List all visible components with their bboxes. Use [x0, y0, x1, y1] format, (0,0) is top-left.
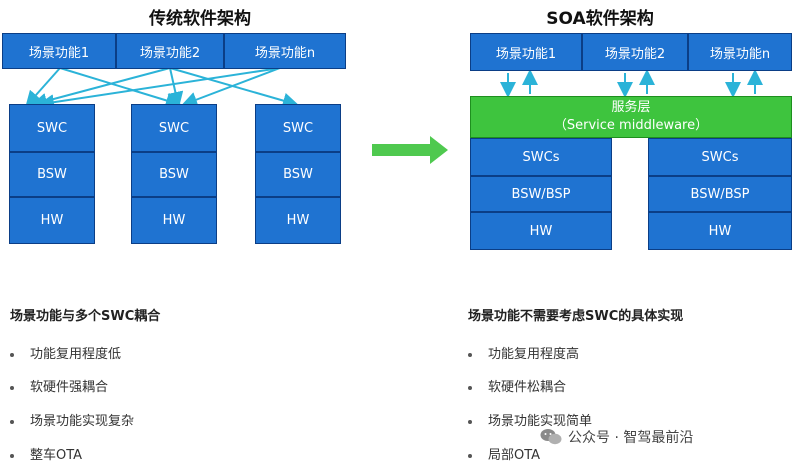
bullet-dot [10, 385, 14, 390]
right-hw-2: HW [648, 212, 792, 250]
left-bullet-2: 软硬件强耦合 [10, 376, 108, 395]
right-bullet-4: 局部OTA [468, 444, 540, 463]
right-bsw-bsp-2: BSW/BSP [648, 176, 792, 212]
right-bullet-2: 软硬件松耦合 [468, 376, 566, 395]
left-bullet-4: 整车OTA [10, 444, 82, 463]
wechat-icon [540, 429, 562, 445]
left-swc-1: SWC [9, 104, 95, 152]
left-hw-n: HW [255, 197, 341, 244]
bullet-dot [10, 453, 14, 458]
transition-arrow [372, 136, 448, 164]
bullet-text: 功能复用程度高 [488, 347, 580, 362]
bullet-dot [468, 419, 472, 424]
bullet-text: 功能复用程度低 [30, 347, 122, 362]
bullet-dot [10, 419, 14, 424]
watermark: 公众号 · 智驾最前沿 [540, 427, 693, 447]
left-bullet-1: 功能复用程度低 [10, 343, 121, 362]
middleware-subtitle: （Service middleware） [553, 118, 709, 133]
left-connector [181, 67, 281, 108]
bullet-dot [468, 352, 472, 357]
left-connector [167, 67, 184, 108]
right-scene-2: 场景功能2 [582, 33, 688, 71]
right-bsw-bsp-1: BSW/BSP [470, 176, 612, 212]
right-swcs-1: SWCs [470, 138, 612, 176]
left-title: 传统软件架构 [149, 9, 251, 29]
left-bullet-3: 场景功能实现复杂 [10, 410, 134, 429]
bullet-dot [468, 385, 472, 390]
service-middleware-layer: 服务层 （Service middleware） [470, 96, 792, 138]
left-connector [38, 67, 281, 111]
bullet-text: 局部OTA [488, 448, 541, 463]
bullet-text: 软硬件强耦合 [30, 380, 109, 395]
left-connector [59, 67, 182, 109]
left-scene-1: 场景功能1 [2, 33, 116, 69]
right-bullet-3: 场景功能实现简单 [468, 410, 592, 429]
left-swc-2: SWC [131, 104, 217, 152]
right-scene-1: 场景功能1 [470, 33, 582, 71]
right-heading: 场景功能不需要考虑SWC的具体实现 [468, 309, 684, 324]
left-heading: 场景功能与多个SWC耦合 [10, 309, 161, 324]
bullet-dot [468, 453, 472, 458]
right-title: SOA软件架构 [546, 9, 654, 29]
left-bsw-1: BSW [9, 152, 95, 197]
bullet-text: 场景功能实现复杂 [30, 414, 135, 429]
right-hw-1: HW [470, 212, 612, 250]
right-bullet-1: 功能复用程度高 [468, 343, 579, 362]
bullet-text: 场景功能实现简单 [488, 414, 593, 429]
left-bsw-n: BSW [255, 152, 341, 197]
bullet-dot [10, 352, 14, 357]
left-hw-1: HW [9, 197, 95, 244]
bullet-text: 整车OTA [30, 448, 83, 463]
left-bsw-2: BSW [131, 152, 217, 197]
middleware-title: 服务层 [611, 100, 651, 115]
left-scene-n: 场景功能n [224, 33, 346, 69]
left-connector [31, 67, 171, 109]
right-swcs-2: SWCs [648, 138, 792, 176]
watermark-text: 公众号 · 智驾最前沿 [568, 430, 694, 446]
left-hw-2: HW [131, 197, 217, 244]
left-swc-n: SWC [255, 104, 341, 152]
bullet-text: 软硬件松耦合 [488, 380, 567, 395]
right-scene-n: 场景功能n [688, 33, 792, 71]
left-scene-2: 场景功能2 [116, 33, 224, 69]
